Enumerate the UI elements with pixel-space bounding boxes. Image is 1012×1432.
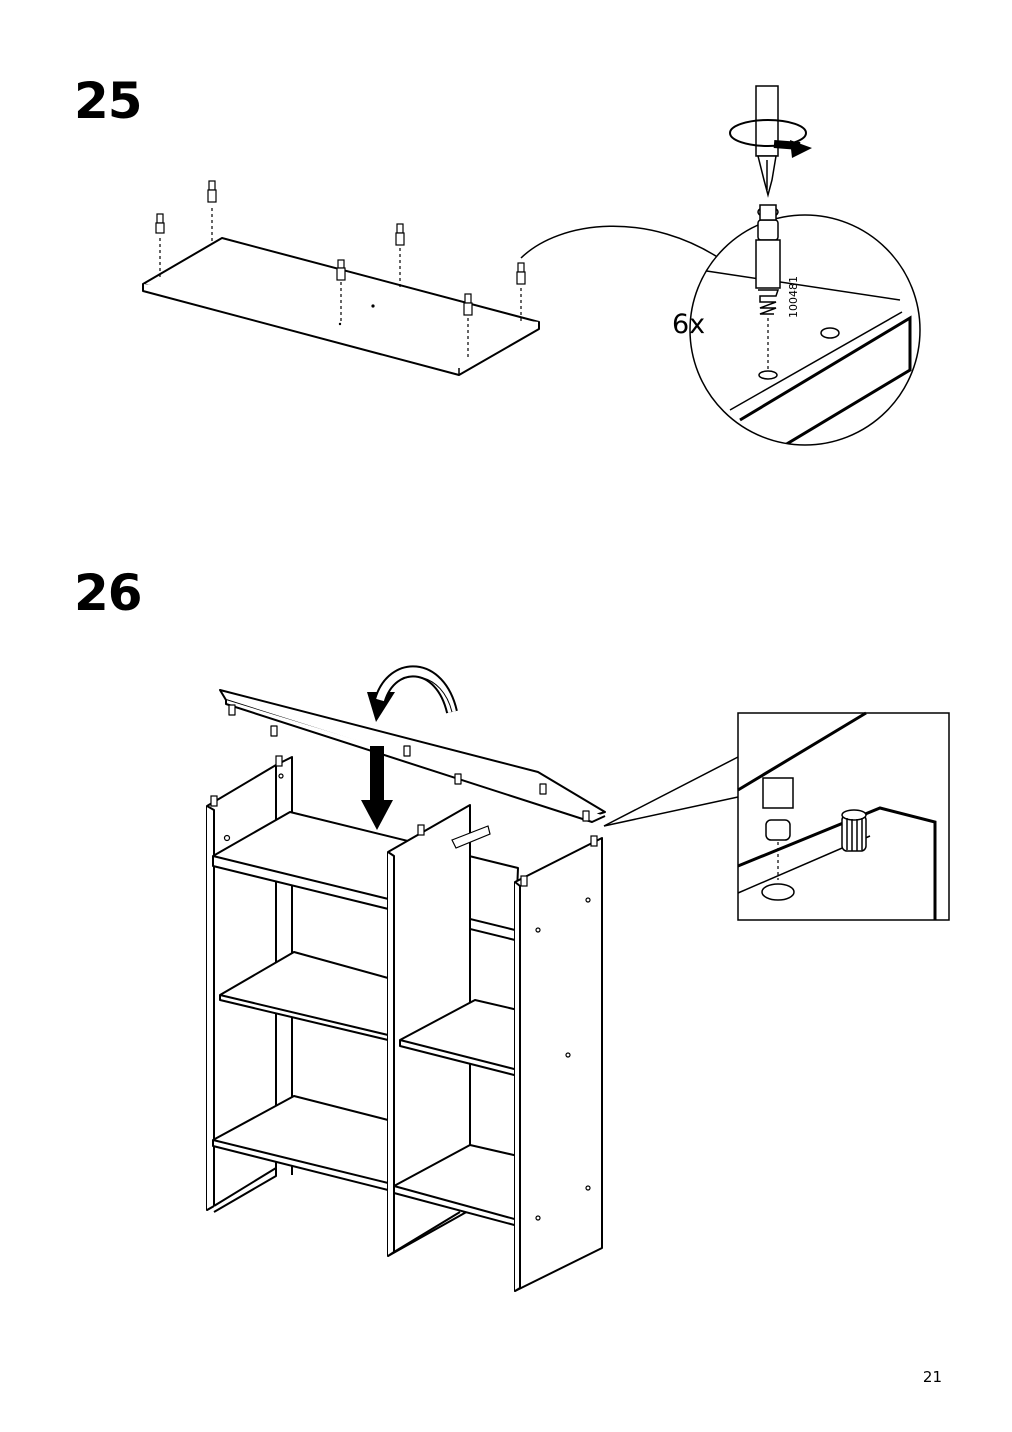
wood-dowel	[210, 795, 218, 807]
cam-bolt	[336, 259, 346, 322]
step-26-cabinet-illustration	[206, 756, 603, 1292]
cam-bolt-large	[755, 204, 781, 315]
cam-bolt	[155, 213, 165, 278]
wood-dowel-detail	[841, 809, 867, 852]
wood-dowel	[417, 824, 425, 836]
detail-leader-line	[520, 225, 726, 263]
wood-dowel	[520, 875, 528, 887]
metal-bracket	[451, 825, 491, 849]
wood-dowel	[275, 755, 283, 767]
quantity-label: 6x	[672, 309, 705, 340]
cam-bolt	[516, 262, 526, 322]
cam-bolt	[207, 180, 217, 244]
page-number: 21	[922, 1368, 942, 1386]
cam-lock-bolts	[155, 180, 526, 358]
down-arrow-icon	[361, 746, 393, 830]
part-number-label: 100481	[787, 276, 800, 318]
wood-dowel	[590, 835, 598, 847]
cam-bolt	[463, 293, 473, 358]
curved-arrow-icon	[367, 665, 458, 722]
detail-box-leader	[603, 756, 739, 827]
cam-bolt	[395, 223, 405, 290]
top-panel	[219, 689, 606, 823]
rotate-arrow-icon	[729, 119, 812, 158]
step-26-detail-box	[737, 711, 950, 921]
step-25-detail-circle	[689, 204, 921, 446]
cabinet-fittings	[210, 755, 598, 1221]
step-25-number: 25	[74, 72, 143, 130]
step-26-number: 26	[74, 564, 143, 622]
